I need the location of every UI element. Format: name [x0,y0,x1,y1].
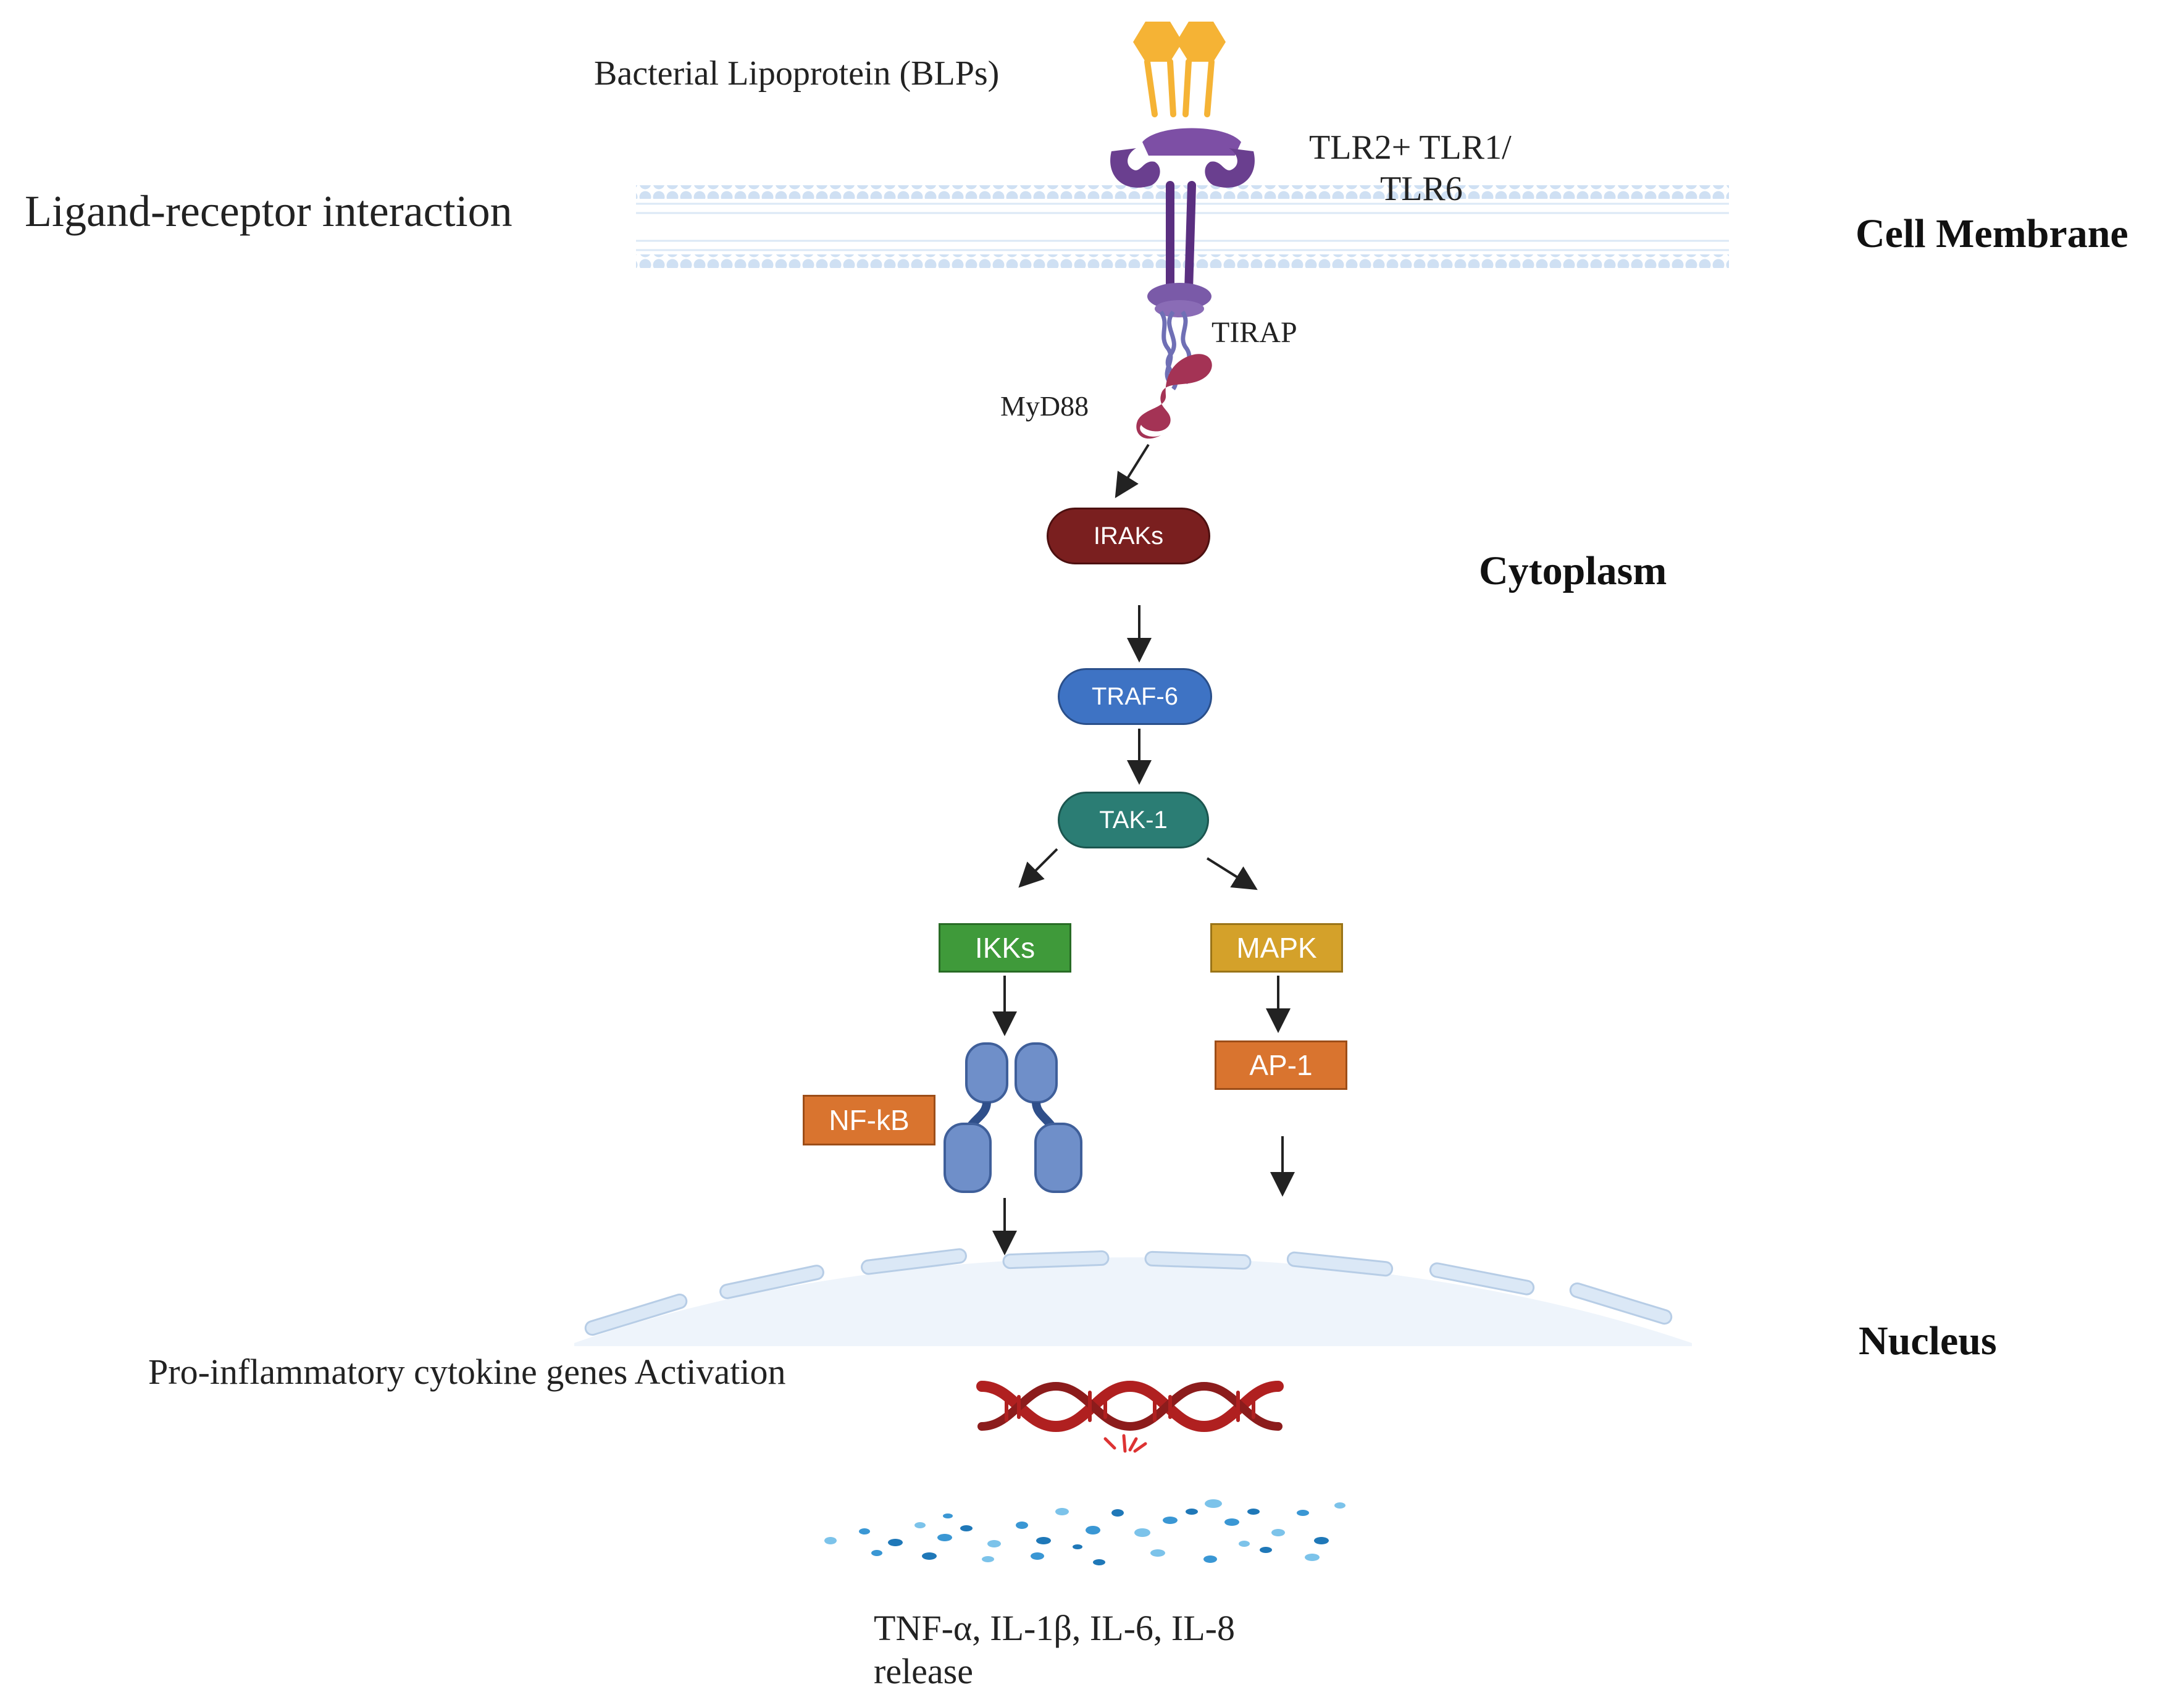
cytokine-particle [1247,1509,1260,1515]
cytokine-particle [960,1525,973,1531]
cytokine-particle [1073,1544,1082,1549]
cytokine-particle [982,1556,994,1562]
node-ikks: IKKs [939,923,1071,973]
node-traf6: TRAF-6 [1058,668,1212,725]
label-ligand-receptor: Ligand-receptor interaction [25,186,513,236]
cytokine-particle [1031,1552,1044,1560]
cytokine-particle [888,1539,903,1546]
cytokine-particle [1224,1518,1239,1526]
cytokine-particle [1016,1522,1028,1529]
node-mapk: MAPK [1210,923,1343,973]
cytokine-particle [1163,1517,1178,1524]
cytokine-particle [1134,1528,1150,1537]
blp-ligand-icon [1133,22,1226,117]
cytokine-particle [1093,1559,1105,1565]
cytokine-particle [1150,1549,1165,1557]
label-tlr-line1: TLR2+ TLR1/ [1309,128,1512,167]
cytokine-particle [1111,1509,1124,1517]
cytokine-particle [1036,1537,1051,1544]
label-nucleus: Nucleus [1859,1318,1997,1363]
node-tak1: TAK-1 [1058,792,1209,848]
cytokine-particle [871,1550,882,1556]
cytokine-particle [943,1513,953,1518]
cytokine-particle [1203,1555,1217,1563]
node-iraks: IRAKs [1047,508,1210,564]
arrow-myd88-to-iraks [1115,443,1150,498]
nuclear-envelope [574,1248,1692,1346]
cell-membrane-bilayer [636,185,1729,268]
arrow-tak1-to-ikks [1018,848,1058,888]
cytokine-particle [987,1540,1001,1547]
cytokine-particles [824,1499,1345,1565]
dna-helix-icon [976,1380,1284,1453]
label-blps: Bacterial Lipoprotein (BLPs) [594,54,1000,93]
cytokine-particle [1260,1547,1272,1553]
cytokine-particle [1305,1554,1320,1561]
cytokine-particle [1314,1537,1329,1544]
nfkb-dimer-icon [944,1042,1082,1193]
cytokine-particle [1205,1499,1222,1508]
label-tlr-line2: TLR6 [1380,170,1463,208]
node-nfkb: NF-kB [803,1095,935,1145]
cytokine-particle [824,1537,837,1544]
cytokine-particle [922,1552,937,1560]
cytokine-particle [914,1522,926,1528]
label-myd88: MyD88 [1000,390,1089,422]
cytokine-particle [859,1528,870,1534]
cytokine-particle [1186,1509,1198,1515]
tlr-receptor-icon [1110,128,1255,391]
cytokine-particle [1086,1526,1100,1534]
arrow-tak1-to-mapk [1206,857,1258,890]
cytokine-particle [1055,1508,1069,1515]
cytokine-particle [1271,1529,1285,1536]
cytokine-particle [1239,1541,1250,1547]
myd88-adaptor-icon [1136,354,1212,439]
pathway-arrows [992,443,1295,1255]
cytokine-particle [1334,1502,1345,1509]
label-cytokines-line2: release [874,1651,973,1691]
label-pro-inflammatory: Pro-inflammatory cytokine genes Activati… [148,1352,786,1392]
cytokine-particle [937,1534,952,1541]
label-tirap: TIRAP [1211,316,1297,349]
label-cell-membrane: Cell Membrane [1856,211,2128,256]
label-cytokines-line1: TNF-α, IL-1β, IL-6, IL-8 [874,1608,1235,1648]
cytokine-particle [1297,1510,1309,1516]
node-ap1: AP-1 [1215,1040,1347,1090]
label-cytoplasm: Cytoplasm [1479,548,1667,593]
